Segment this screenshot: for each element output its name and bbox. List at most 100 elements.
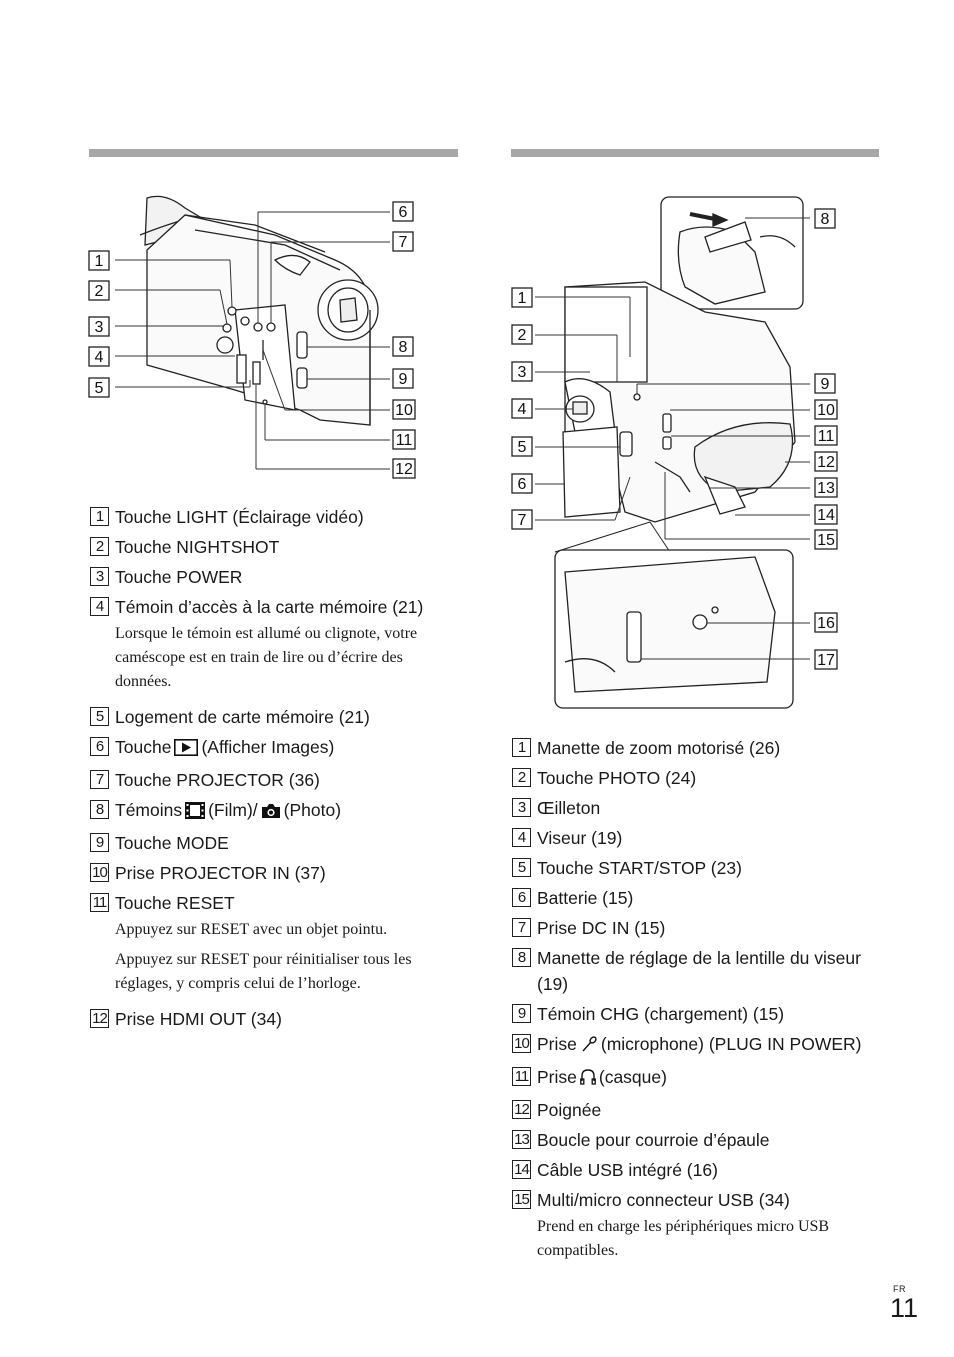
item-label: Prise HDMI OUT (34) bbox=[115, 1009, 282, 1029]
rear-callout-14: 14 bbox=[814, 504, 838, 525]
item-number: 2 bbox=[512, 768, 531, 787]
svg-text:6: 6 bbox=[518, 476, 527, 493]
item-number: 2 bbox=[90, 537, 109, 556]
callout-11: 11 bbox=[392, 429, 416, 450]
item-number: 13 bbox=[512, 1130, 531, 1149]
rear-callout-12: 12 bbox=[814, 451, 838, 472]
item-label: Touche LIGHT (Éclairage vidéo) bbox=[115, 507, 364, 527]
list-item: 2 Touche NIGHTSHOT bbox=[90, 534, 462, 560]
callout-7: 7 bbox=[392, 231, 414, 252]
callout-6: 6 bbox=[392, 201, 414, 222]
item-label-suffix: (casque) bbox=[598, 1067, 667, 1087]
list-item: 4 Témoin d’accès à la carte mémoire (21) L… bbox=[90, 594, 462, 700]
callout-8: 8 bbox=[392, 336, 414, 357]
item-note: Lorsque le témoin est allumé ou clignote… bbox=[115, 625, 418, 690]
rear-callout-3: 3 bbox=[511, 361, 533, 382]
item-number: 14 bbox=[512, 1160, 531, 1179]
item-number: 7 bbox=[512, 918, 531, 937]
svg-text:4: 4 bbox=[518, 401, 527, 418]
rear-callout-6: 6 bbox=[511, 473, 533, 494]
list-item: 1 Touche LIGHT (Éclairage vidéo) bbox=[90, 504, 462, 530]
svg-text:7: 7 bbox=[399, 234, 408, 251]
right-section-rule bbox=[511, 149, 879, 157]
callout-1: 1 bbox=[88, 250, 110, 271]
item-label-suffix: (microphone) (PLUG IN POWER) bbox=[600, 1034, 862, 1054]
item-label-middle: (Film)/ bbox=[208, 800, 258, 820]
item-label: Touche POWER bbox=[115, 567, 243, 587]
rear-callout-8: 8 bbox=[814, 208, 836, 229]
svg-text:4: 4 bbox=[95, 349, 104, 366]
item-label: Câble USB intégré (16) bbox=[537, 1160, 718, 1180]
svg-text:16: 16 bbox=[817, 615, 835, 632]
svg-text:8: 8 bbox=[821, 211, 830, 228]
item-number: 11 bbox=[90, 893, 109, 912]
svg-text:12: 12 bbox=[395, 461, 413, 478]
rear-callout-10: 10 bbox=[814, 399, 838, 420]
item-label: Logement de carte mémoire (21) bbox=[115, 707, 370, 727]
camera-icon bbox=[261, 800, 281, 826]
item-label: Touche NIGHTSHOT bbox=[115, 537, 280, 557]
item-label: Œilleton bbox=[537, 798, 601, 818]
item-label: Touche START/STOP (23) bbox=[537, 858, 742, 878]
item-label: Témoin d’accès à la carte mémoire (21) bbox=[115, 597, 424, 617]
svg-text:17: 17 bbox=[817, 652, 835, 669]
svg-text:3: 3 bbox=[95, 319, 104, 336]
item-note: Prend en charge les périphériques micro … bbox=[537, 1218, 830, 1259]
rear-callout-16: 16 bbox=[814, 612, 838, 633]
list-item: 14 Câble USB intégré (16) bbox=[512, 1157, 884, 1183]
item-label: Multi/micro connecteur USB (34) bbox=[537, 1190, 790, 1210]
callout-3: 3 bbox=[88, 316, 110, 337]
camcorder-rear-drawing: 1 2 3 4 5 6 7 8 9 10 11 12 13 14 15 16 1… bbox=[511, 196, 838, 709]
language-tag: FR bbox=[893, 1284, 906, 1294]
item-number: 9 bbox=[90, 833, 109, 852]
item-note-2: Appuyez sur RESET pour réinitialiser tou… bbox=[115, 951, 412, 992]
item-label-suffix: (Afficher Images) bbox=[201, 737, 335, 757]
item-number: 6 bbox=[512, 888, 531, 907]
item-label-suffix: (Photo) bbox=[283, 800, 342, 820]
item-number: 9 bbox=[512, 1004, 531, 1023]
item-label-prefix: Prise bbox=[537, 1067, 577, 1087]
svg-text:9: 9 bbox=[821, 376, 830, 393]
svg-text:5: 5 bbox=[95, 380, 104, 397]
rear-callout-1: 1 bbox=[511, 287, 533, 308]
svg-text:11: 11 bbox=[396, 432, 413, 449]
svg-text:12: 12 bbox=[817, 454, 835, 471]
item-number: 5 bbox=[512, 858, 531, 877]
svg-text:15: 15 bbox=[817, 532, 835, 549]
item-number: 7 bbox=[90, 770, 109, 789]
item-label: Viseur (19) bbox=[537, 828, 623, 848]
item-label-prefix: Prise bbox=[537, 1034, 577, 1054]
callout-2: 2 bbox=[88, 280, 110, 301]
item-number: 10 bbox=[90, 863, 109, 882]
page-number: 11 bbox=[890, 1293, 919, 1323]
item-number: 1 bbox=[512, 738, 531, 757]
film-icon bbox=[185, 800, 206, 826]
item-number: 4 bbox=[512, 828, 531, 847]
item-number: 1 bbox=[90, 507, 109, 526]
item-number: 4 bbox=[90, 597, 109, 616]
rear-callout-15: 15 bbox=[814, 529, 838, 550]
microphone-icon bbox=[580, 1034, 598, 1060]
callout-4: 4 bbox=[88, 346, 110, 367]
rear-callout-4: 4 bbox=[511, 398, 533, 419]
svg-text:9: 9 bbox=[399, 371, 408, 388]
svg-text:2: 2 bbox=[518, 327, 527, 344]
item-label: Touche RESET bbox=[115, 893, 235, 913]
callout-5: 5 bbox=[88, 377, 110, 398]
rear-callout-13: 13 bbox=[814, 477, 838, 498]
camcorder-side-illustration: 1 2 3 4 5 6 7 8 9 10 11 12 bbox=[85, 190, 425, 490]
